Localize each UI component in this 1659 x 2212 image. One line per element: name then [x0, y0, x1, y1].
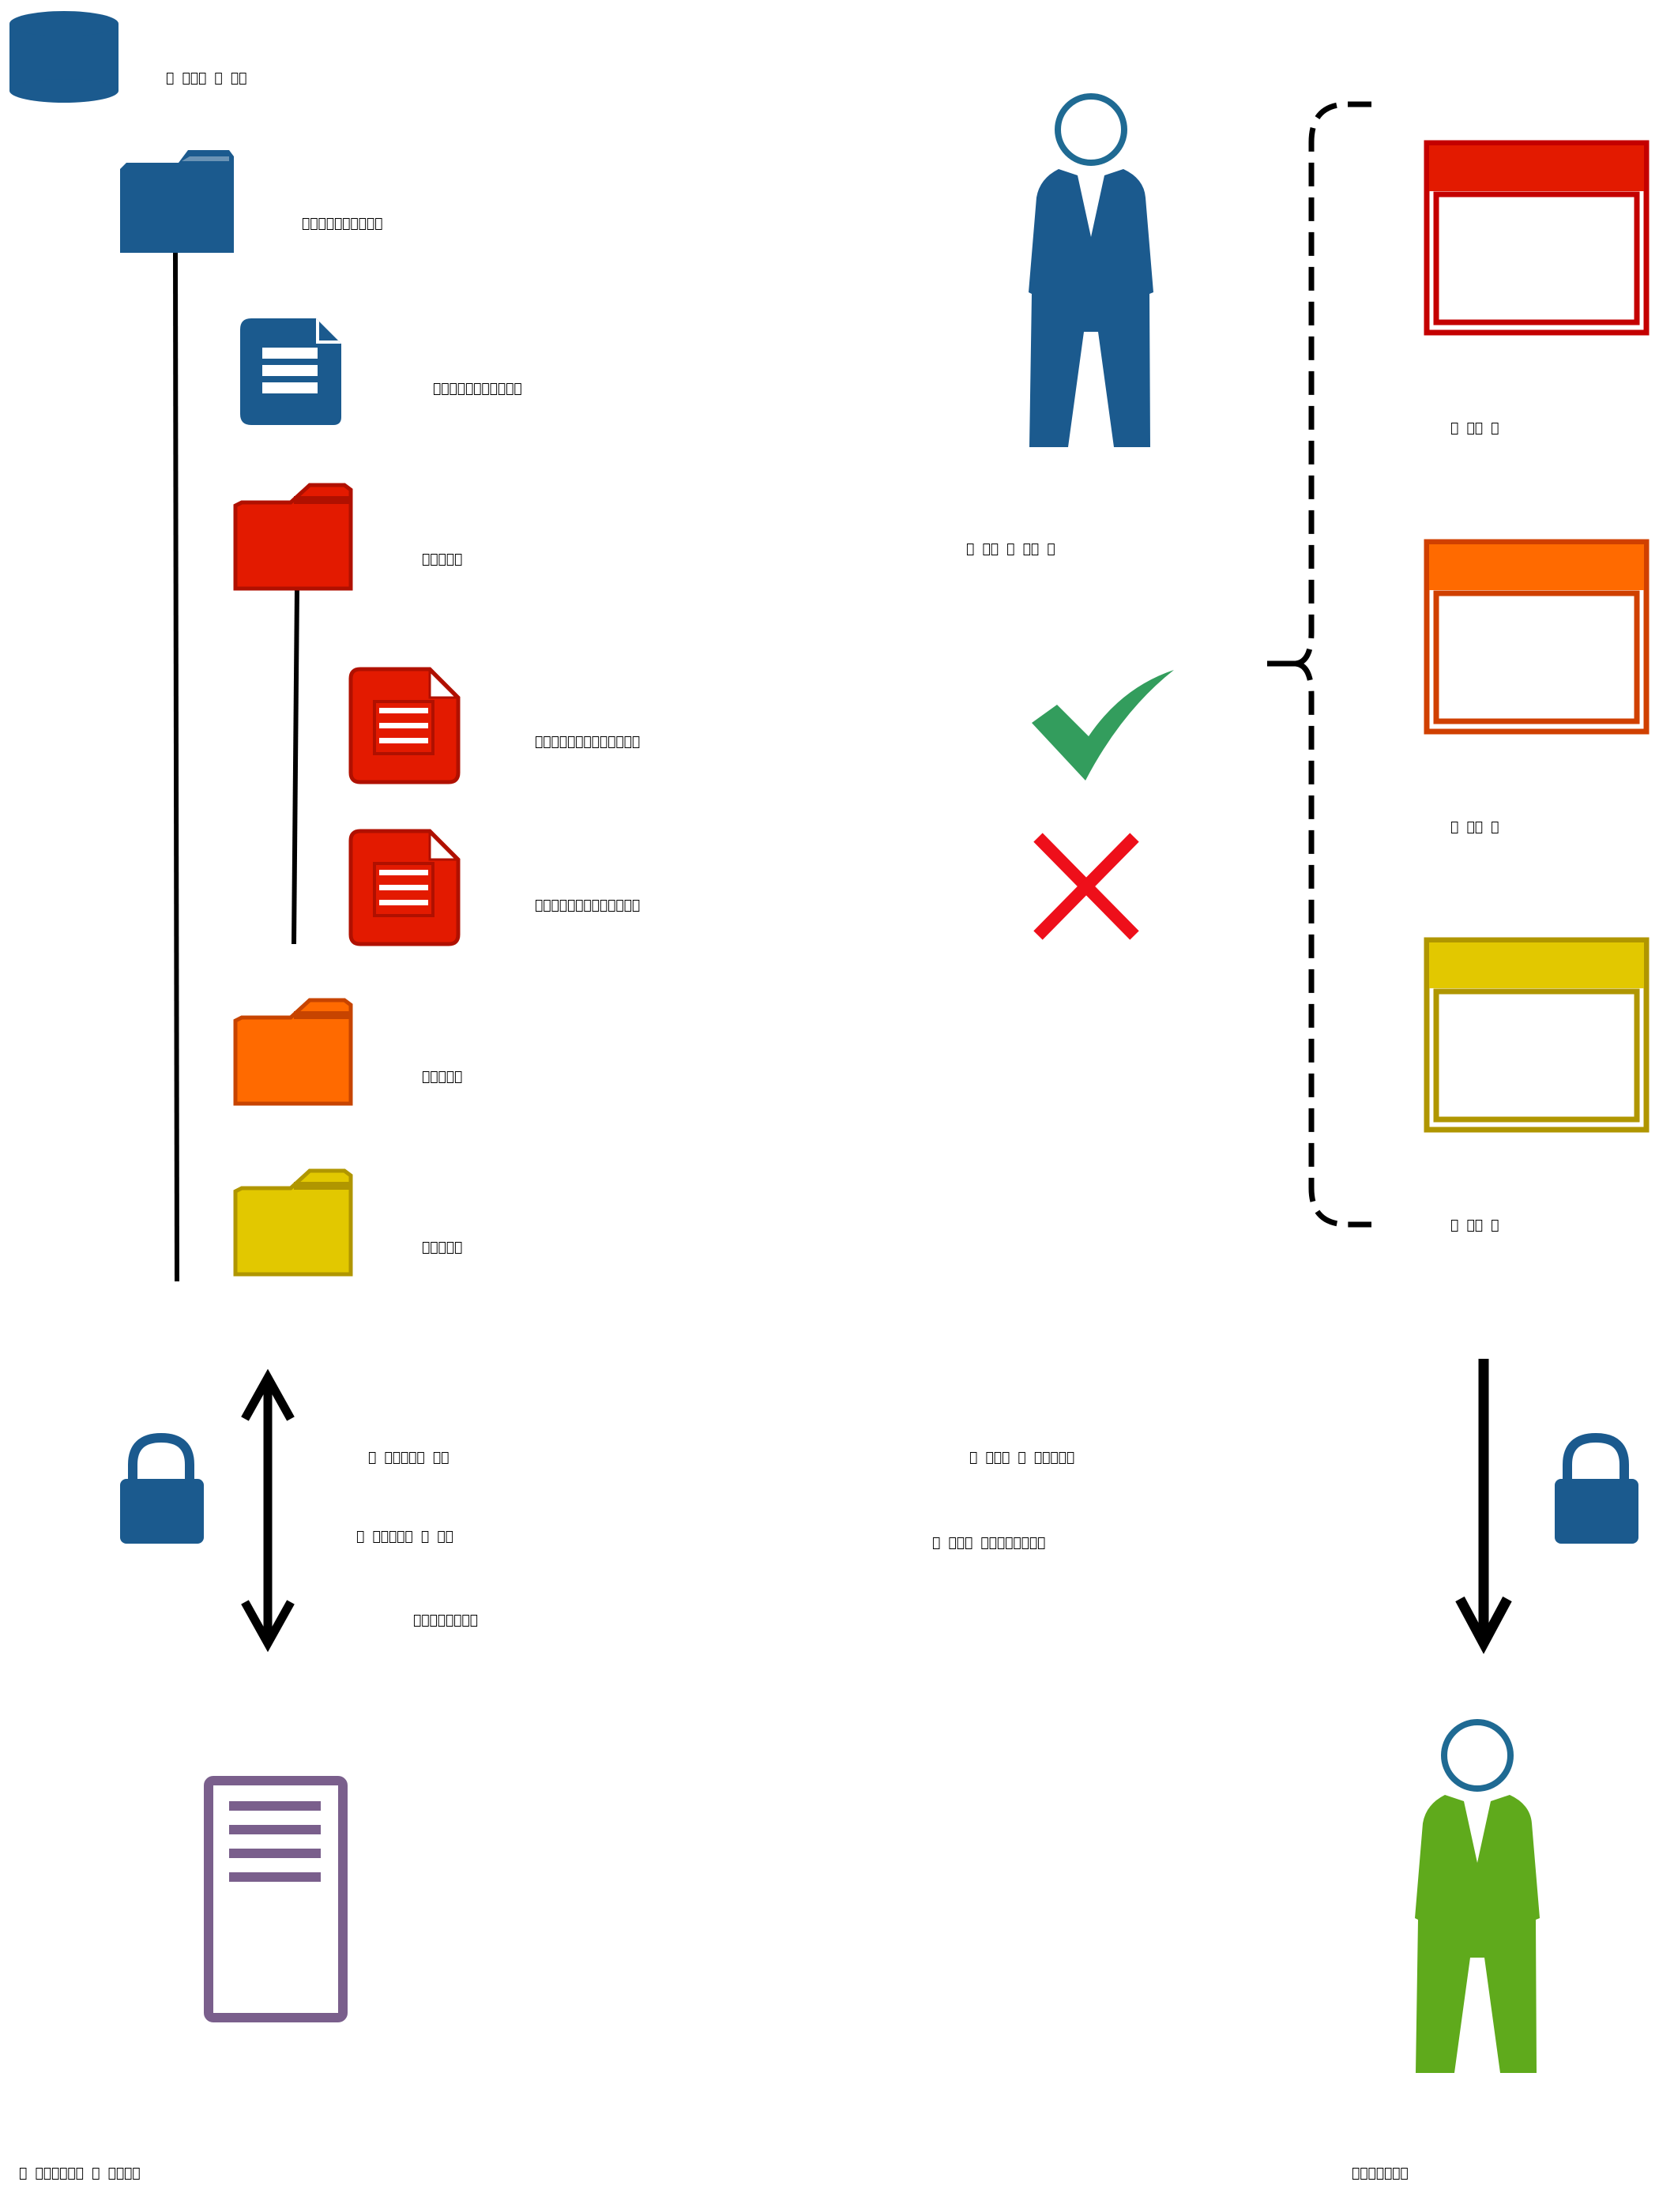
server-label:    	[19, 2165, 141, 2181]
check-icon	[1032, 670, 1174, 781]
tree-line-red	[292, 588, 299, 945]
window-icon	[1424, 937, 1650, 1133]
brace-icon	[1267, 101, 1371, 1228]
document-icon	[348, 667, 461, 784]
window-yellow-label:   	[1450, 1217, 1499, 1233]
red-folder-label: 	[422, 551, 462, 567]
arrow-icon	[241, 1368, 295, 1653]
right-arrow-text-2:   	[932, 1535, 1045, 1551]
folder-icon	[233, 998, 353, 1106]
user-label:     	[966, 541, 1055, 557]
tree-line-root	[173, 252, 179, 1282]
folder-icon	[233, 1168, 353, 1277]
document-icon	[348, 829, 461, 946]
left-arrow-text-3: 	[413, 1612, 478, 1628]
red-file-ok-label: 	[535, 734, 640, 750]
window-orange-label:   	[1450, 819, 1499, 835]
root-folder-label: 	[302, 216, 382, 231]
lock-icon	[120, 1432, 204, 1544]
user-icon	[1415, 1719, 1540, 2073]
document-icon	[240, 318, 341, 425]
root-file-label: 	[433, 381, 522, 397]
window-icon	[1424, 140, 1650, 336]
left-arrow-text-2:    	[356, 1529, 453, 1544]
window-red-label:   	[1450, 420, 1499, 436]
folder-icon	[233, 483, 353, 591]
database-label:    	[166, 70, 246, 86]
yellow-folder-label: 	[422, 1240, 462, 1255]
lock-icon	[1555, 1432, 1638, 1544]
arrow-icon	[1455, 1359, 1512, 1654]
client-label: 	[1352, 2165, 1409, 2181]
left-arrow-text-1:   	[368, 1450, 449, 1465]
red-file-denied-label: 	[535, 897, 640, 913]
server-icon	[204, 1776, 348, 2022]
database-icon	[9, 11, 118, 103]
cross-icon	[1033, 833, 1139, 940]
right-arrow-text-1:    	[969, 1450, 1074, 1465]
user-icon	[1029, 93, 1153, 447]
folder-icon	[120, 150, 234, 253]
orange-folder-label: 	[422, 1069, 462, 1085]
window-icon	[1424, 539, 1650, 735]
